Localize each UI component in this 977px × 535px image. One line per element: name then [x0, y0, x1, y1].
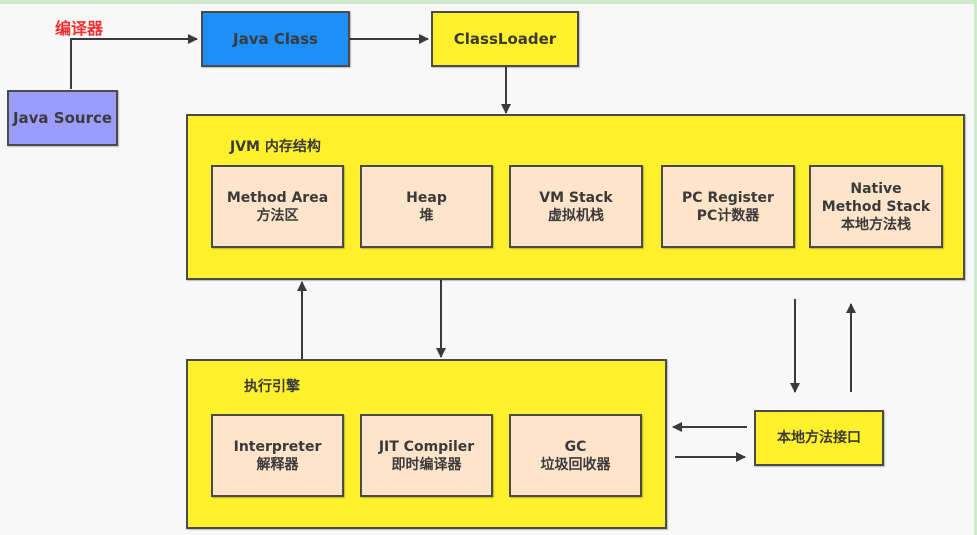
engine-part-gc: GC 垃圾回收器	[509, 414, 642, 497]
native-interface-box: 本地方法接口	[754, 410, 884, 466]
right-border	[974, 0, 977, 535]
pc-register-zh: PC计数器	[696, 207, 760, 224]
native-method-stack-en-line1: Native	[850, 180, 902, 197]
classloader-box: ClassLoader	[431, 11, 579, 67]
top-border	[0, 0, 977, 4]
memory-area-pc-register: PC Register PC计数器	[661, 165, 795, 248]
execution-engine-title: 执行引擎	[244, 379, 300, 395]
method-area-en: Method Area	[226, 189, 329, 206]
vm-stack-en: VM Stack	[539, 189, 613, 206]
java-source-box: Java Source	[7, 90, 118, 146]
jvm-memory-title: JVM 内存结构	[230, 139, 321, 155]
memory-area-vm-stack: VM Stack 虚拟机栈	[509, 165, 643, 248]
memory-area-method-area: Method Area 方法区	[211, 165, 344, 248]
native-method-stack-en-line2: Method Stack	[821, 198, 931, 215]
gc-en: GC	[564, 438, 587, 455]
java-class-label: Java Class	[233, 30, 318, 48]
method-area-zh: 方法区	[256, 207, 299, 224]
memory-area-heap: Heap 堆	[360, 165, 493, 248]
java-source-label: Java Source	[12, 109, 113, 127]
native-method-stack-zh: 本地方法栈	[841, 216, 911, 233]
native-interface-label: 本地方法接口	[777, 430, 861, 446]
arrow-source-to-class	[70, 34, 198, 89]
gc-zh: 垃圾回收器	[540, 456, 611, 473]
compiler-label: 编译器	[55, 19, 104, 38]
interpreter-en: Interpreter	[233, 438, 322, 455]
engine-part-jit-compiler: JIT Compiler 即时编译器	[360, 414, 493, 497]
classloader-label: ClassLoader	[453, 30, 557, 48]
java-class-box: Java Class	[201, 11, 350, 67]
pc-register-en: PC Register	[682, 189, 774, 206]
jit-compiler-zh: 即时编译器	[391, 456, 462, 473]
vm-stack-zh: 虚拟机栈	[548, 207, 604, 224]
engine-part-interpreter: Interpreter 解释器	[211, 414, 344, 497]
heap-zh: 堆	[419, 207, 434, 224]
jit-compiler-en: JIT Compiler	[378, 438, 475, 455]
interpreter-zh: 解释器	[256, 456, 299, 473]
memory-area-native-method-stack: Native Method Stack 本地方法栈	[809, 165, 943, 248]
heap-en: Heap	[406, 189, 447, 206]
